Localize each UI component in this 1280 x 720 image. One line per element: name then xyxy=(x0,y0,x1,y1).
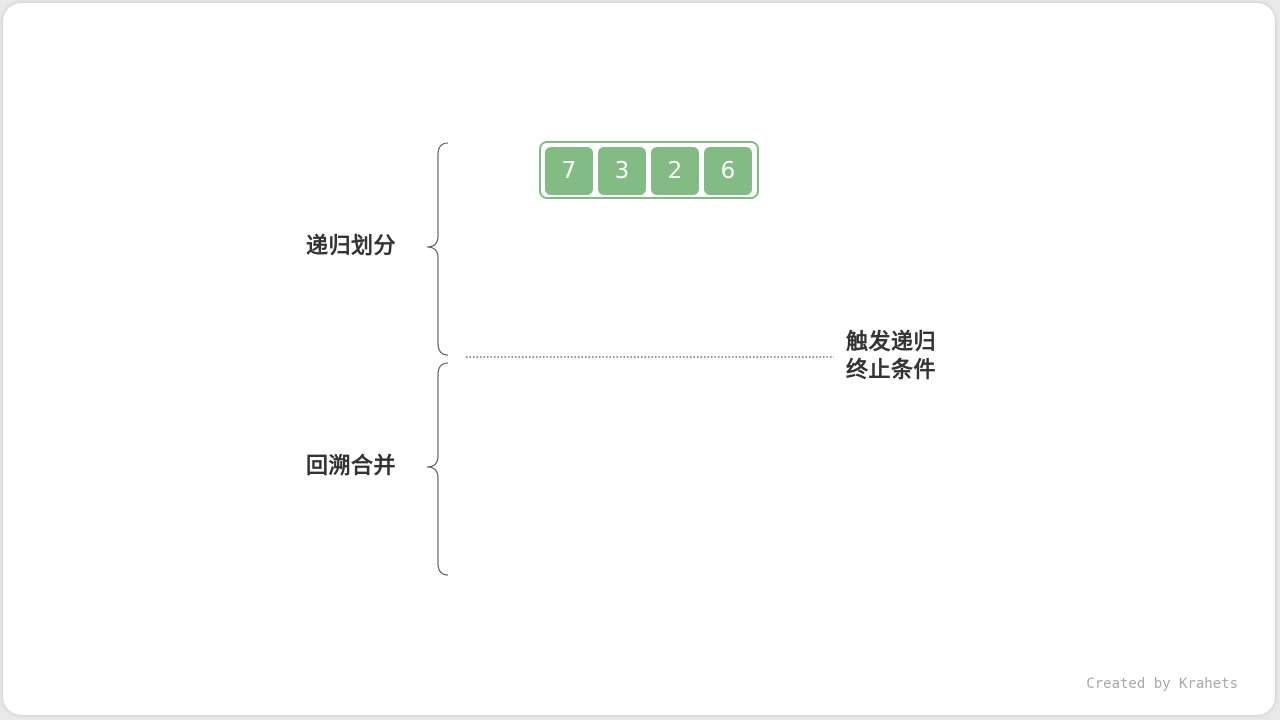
footer-credit: Created by Krahets xyxy=(1086,676,1238,692)
divide-brace xyxy=(426,142,449,356)
merge-phase-label: 回溯合并 xyxy=(306,454,397,479)
array-cell: 3 xyxy=(598,147,646,195)
array-container: 7 3 2 6 xyxy=(539,141,759,199)
divide-phase-label: 递归划分 xyxy=(306,234,397,259)
array-cell: 2 xyxy=(651,147,699,195)
array-cell: 6 xyxy=(704,147,752,195)
diagram-canvas xyxy=(3,3,1275,715)
array-cell: 7 xyxy=(545,147,593,195)
termination-label-line-1: 触发递归 xyxy=(846,330,937,355)
termination-condition-label: 触发递归 终止条件 xyxy=(846,329,936,385)
merge-brace xyxy=(426,362,449,576)
termination-label-line-2: 终止条件 xyxy=(846,358,937,383)
